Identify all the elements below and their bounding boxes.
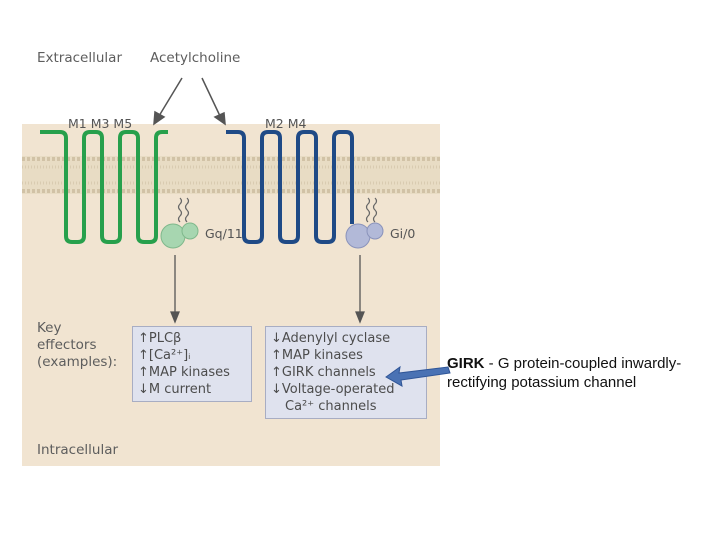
receptor-label-m1-m3-m5: M1 M3 M5	[68, 116, 133, 131]
receptor-label-m2-m4: M2 M4	[265, 116, 307, 131]
effector-arrows	[170, 255, 365, 324]
extracellular-label: Extracellular	[37, 50, 122, 66]
key-effectors-line-2: effectors	[37, 337, 97, 353]
gi-protein	[345, 197, 384, 249]
effector-item: ↑GIRK channels	[271, 365, 376, 380]
effector-item: Ca²⁺ channels	[285, 399, 377, 414]
effector-item: ↓M current	[138, 382, 212, 397]
effector-item: ↓Voltage-operated	[271, 382, 395, 397]
muscarinic-receptor-figure: Extracellular Acetylcholine M1 M3 M5 M2 …	[22, 38, 440, 466]
extracellular-space	[22, 38, 440, 124]
effector-item: ↓Adenylyl cyclase	[271, 331, 391, 346]
effector-item: ↑MAP kinases	[138, 365, 230, 380]
green-receptor	[40, 130, 168, 244]
gi-protein-label: Gi/0	[390, 226, 416, 241]
key-effectors-line-1: Key	[37, 320, 62, 336]
effector-item: ↑MAP kinases	[271, 348, 363, 363]
acetylcholine-label: Acetylcholine	[150, 50, 241, 66]
cell-membrane	[22, 156, 440, 194]
gq-protein	[160, 197, 199, 249]
effector-item: ↑[Ca²⁺]ᵢ	[138, 348, 191, 363]
effector-item: ↑PLCβ	[138, 331, 182, 346]
effectors-gq-box: ↑PLCβ ↑[Ca²⁺]ᵢ ↑MAP kinases ↓M current	[132, 326, 252, 402]
girk-term: GIRK	[447, 355, 485, 372]
key-effectors-line-3: (examples):	[37, 354, 118, 370]
girk-definition: - G protein-coupled inwardly-rectifying …	[447, 355, 682, 391]
acetylcholine-arrows	[153, 77, 226, 126]
girk-callout-arrow	[385, 365, 451, 387]
girk-note: GIRK - G protein-coupled inwardly-rectif…	[447, 354, 707, 392]
intracellular-label: Intracellular	[37, 442, 119, 458]
gq-protein-label: Gq/11	[205, 226, 243, 241]
blue-receptor	[226, 130, 354, 244]
